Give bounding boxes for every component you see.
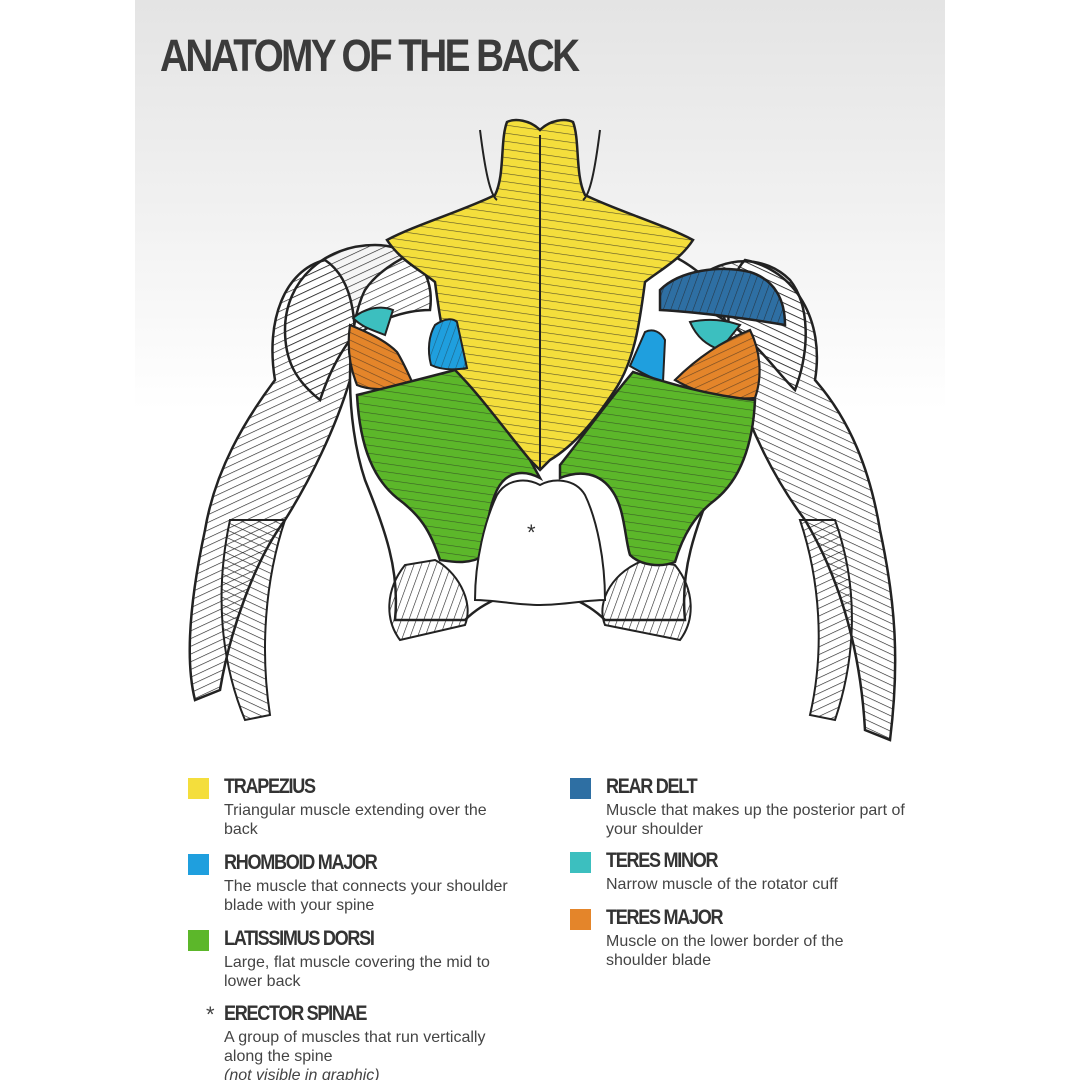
teres-minor-right [688,318,742,352]
legend-desc: A group of muscles that run vertically a… [224,1029,486,1065]
erector-spinae-area [473,479,607,607]
legend-desc: The muscle that connects your shoulder b… [224,878,508,914]
legend-name: REAR DELT [606,775,698,798]
legend-note: (not visible in graphic) [224,1067,380,1080]
infographic-page: ANATOMY OF THE BACK [135,0,945,1080]
back-muscle-diagram: * [188,118,897,742]
legend-desc: Large, flat muscle covering the mid to l… [224,954,490,990]
legend-name: LATISSIMUS DORSI [224,927,375,950]
legend-name: ERECTOR SPINAE [224,1002,367,1025]
legend-name: RHOMBOID MAJOR [224,851,378,874]
legend-name: TERES MAJOR [606,906,724,929]
erector-spinae-marker: * [527,520,536,545]
legend-name: TRAPEZIUS [224,775,316,798]
rhomboid-major-swatch [188,854,209,875]
latissimus-dorsi-swatch [188,930,209,951]
teres-major-swatch [570,909,591,930]
legend-desc: Muscle on the lower border of the should… [606,933,844,969]
rear-delt-swatch [570,778,591,799]
page-title: ANATOMY OF THE BACK [160,30,580,81]
legend-desc: Triangular muscle extending over the bac… [224,802,487,838]
legend-desc: Narrow muscle of the rotator cuff [606,876,838,893]
asterisk-marker: * [206,1002,215,1027]
legend-desc: Muscle that makes up the posterior part … [606,802,905,838]
teres-minor-swatch [570,852,591,873]
teres-minor-left [351,306,395,337]
legend-name: TERES MINOR [606,849,719,872]
trapezius-swatch [188,778,209,799]
